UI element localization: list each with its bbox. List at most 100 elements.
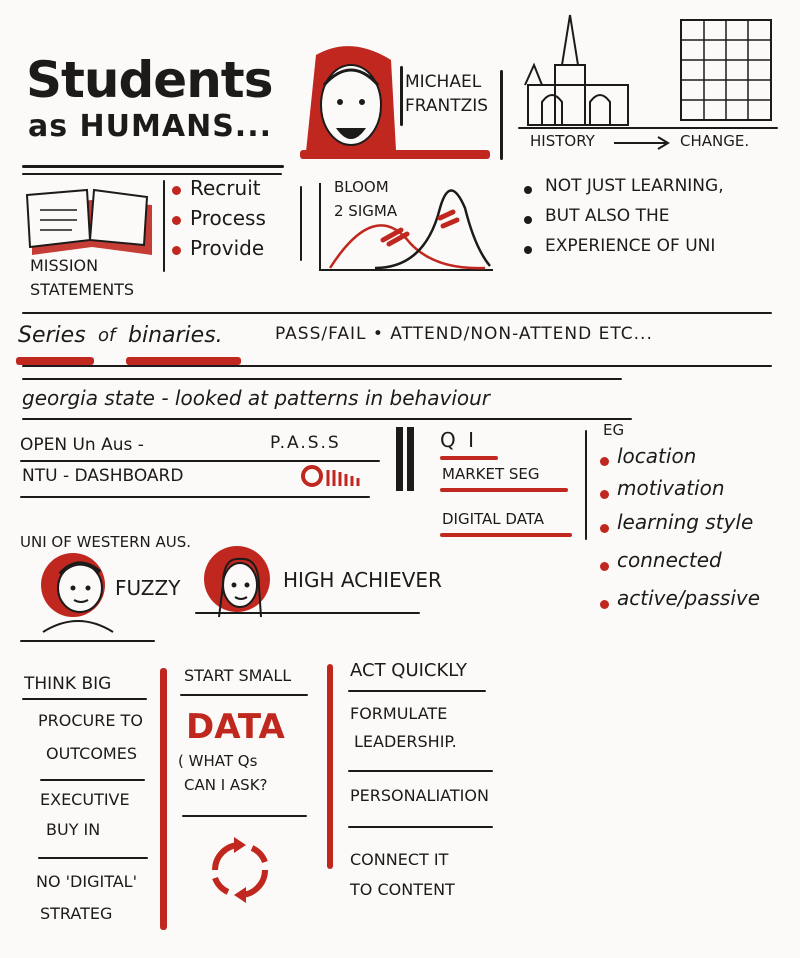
- act-quickly-item: CONNECT IT: [350, 850, 449, 869]
- title-as-humans: as HUMANS...: [28, 109, 272, 144]
- rpp-item: Recruit: [190, 176, 261, 200]
- bullet-icon: [172, 246, 181, 255]
- think-big-item: BUY IN: [46, 820, 101, 839]
- digital-data-underline: [440, 533, 572, 537]
- binaries-label: binaries.: [128, 323, 223, 348]
- hatched-divider-illustration: [396, 427, 414, 491]
- speaker-last-name: FRANTZIS: [405, 96, 489, 116]
- tower-building-illustration: [680, 19, 772, 121]
- divider: [180, 694, 308, 696]
- divider: [163, 180, 165, 272]
- experience-line: BUT ALSO THE: [545, 206, 670, 226]
- divider: [40, 779, 145, 781]
- high-achiever-label: HIGH ACHIEVER: [283, 568, 442, 592]
- eg-item: motivation: [617, 476, 725, 500]
- eg-item: active/passive: [617, 586, 761, 610]
- cycle-arrows-icon: [212, 837, 268, 903]
- think-big-item: STRATEG: [40, 904, 113, 923]
- divider: [20, 640, 155, 642]
- fuzzy-label: FUZZY: [115, 576, 181, 600]
- qi-label: Q I: [440, 428, 477, 452]
- georgia-note: georgia state - looked at patterns in be…: [22, 386, 491, 410]
- mission-label: MISSION: [30, 256, 99, 275]
- binaries-examples: PASS/FAIL • ATTEND/NON-ATTEND ETC...: [275, 324, 653, 344]
- high-achiever-illustration: [204, 546, 270, 618]
- bullet-icon: [600, 562, 609, 571]
- bullet-icon: [600, 600, 609, 609]
- divider: [300, 186, 302, 261]
- start-small-title: START SMALL: [184, 666, 292, 685]
- divider: [400, 66, 403, 126]
- dashboard-gauge-icon: [301, 465, 360, 487]
- title-students: Students: [26, 51, 273, 109]
- divider: [20, 460, 380, 462]
- statements-label: STATEMENTS: [30, 280, 135, 299]
- divider: [22, 173, 282, 175]
- market-seg-underline: [440, 488, 568, 492]
- history-label: HISTORY: [530, 132, 595, 150]
- experience-line: EXPERIENCE OF UNI: [545, 236, 716, 256]
- ntu-label: NTU - DASHBOARD: [22, 466, 184, 486]
- open-un-label: OPEN Un Aus -: [20, 435, 144, 455]
- divider: [585, 430, 587, 540]
- eg-item: learning style: [617, 510, 754, 534]
- divider: [22, 378, 622, 380]
- divider: [22, 698, 147, 700]
- qi-underline: [440, 456, 498, 460]
- eg-item: connected: [617, 548, 722, 572]
- act-quickly-title: ACT QUICKLY: [350, 660, 467, 681]
- divider: [348, 826, 493, 828]
- open-book-icon: [25, 188, 152, 255]
- divider: [22, 365, 772, 367]
- divider: [182, 815, 307, 817]
- column-divider: [160, 668, 167, 930]
- divider: [500, 70, 503, 160]
- series-underline: [16, 357, 94, 365]
- pass-label: P.A.S.S: [270, 433, 341, 453]
- act-quickly-item: TO CONTENT: [350, 880, 455, 899]
- think-big-item: PROCURE TO: [38, 711, 143, 730]
- bullet-icon: [172, 216, 181, 225]
- think-big-item: OUTCOMES: [46, 744, 137, 763]
- digital-data-label: DIGITAL DATA: [442, 510, 545, 528]
- act-quickly-item: FORMULATE: [350, 704, 448, 723]
- bullet-icon: [524, 186, 532, 194]
- think-big-title: THINK BIG: [24, 674, 112, 694]
- series-label: Series: [18, 323, 86, 348]
- column-divider: [327, 664, 333, 869]
- experience-line: NOT JUST LEARNING,: [545, 176, 724, 196]
- divider: [20, 496, 370, 498]
- question-line: CAN I ASK?: [184, 776, 268, 794]
- divider: [22, 312, 772, 314]
- western-title: UNI OF WESTERN AUS.: [20, 533, 192, 551]
- eg-label: EG: [603, 421, 625, 439]
- rpp-item: Provide: [190, 236, 265, 260]
- bloom-label: BLOOM: [334, 178, 389, 196]
- arrow-right-icon: [614, 136, 670, 150]
- bullet-icon: [524, 216, 532, 224]
- church-building-illustration: [524, 14, 629, 126]
- eg-item: location: [617, 444, 697, 468]
- binaries-underline: [126, 357, 241, 365]
- think-big-item: EXECUTIVE: [40, 790, 130, 809]
- act-quickly-item: LEADERSHIP.: [354, 732, 457, 751]
- market-seg-label: MARKET SEG: [442, 465, 540, 483]
- bloom-curves-illustration: [319, 183, 493, 271]
- rpp-item: Process: [190, 206, 266, 230]
- change-label: CHANGE.: [680, 132, 750, 150]
- data-label: DATA: [186, 707, 285, 747]
- speaker-underline: [300, 150, 490, 159]
- bullet-icon: [172, 186, 181, 195]
- divider: [195, 612, 420, 614]
- fuzzy-student-illustration: [41, 553, 114, 633]
- bullet-icon: [600, 457, 609, 466]
- think-big-item: NO 'DIGITAL': [36, 872, 137, 891]
- bullet-icon: [524, 246, 532, 254]
- divider: [348, 770, 493, 772]
- act-quickly-item: PERSONALIATION: [350, 786, 489, 805]
- divider: [348, 690, 486, 692]
- divider: [22, 165, 284, 168]
- question-line: ( WHAT Qs: [178, 752, 258, 770]
- bullet-icon: [600, 490, 609, 499]
- divider: [38, 857, 148, 859]
